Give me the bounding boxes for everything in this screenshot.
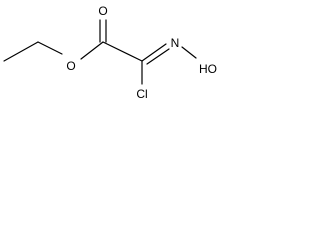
bond-ethyl-c2-oester [37,41,63,55]
bond-c-n-double-a [141,43,167,62]
bond-n-oh [181,46,197,59]
atom-label-hydroxyl: HO [199,62,217,76]
bond-ethyl-c1-c2 [3,41,39,62]
bond-ccarbonyl-coxime [102,41,143,62]
atom-label-ester-oxygen: O [66,59,75,73]
atom-label-oxime-nitrogen: N [171,36,180,50]
atom-label-chlorine: Cl [136,87,147,101]
bond-oester-ccarbonyl [80,41,104,60]
atom-label-carbonyl-oxygen: O [98,4,107,18]
bond-c-n-double-b [146,48,170,65]
structure-diagram: O O N HO Cl [3,4,217,101]
